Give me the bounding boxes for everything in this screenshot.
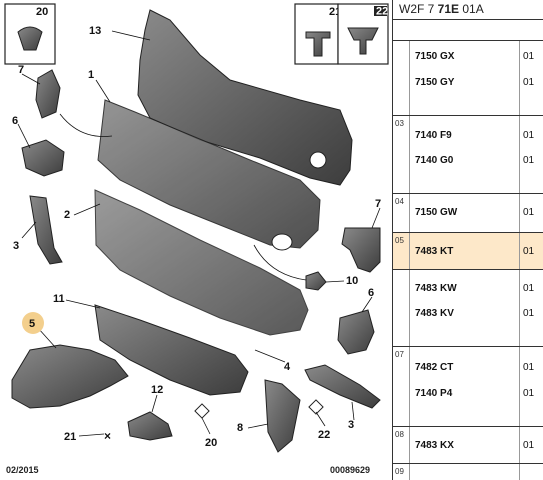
- callout-6-left[interactable]: 6: [12, 115, 18, 127]
- callout-4[interactable]: 4: [284, 361, 291, 373]
- callout-7-right[interactable]: 7: [375, 198, 381, 210]
- reference-row[interactable]: 7150 GX 01 7150 GY 01: [393, 40, 543, 115]
- leader-lines: [17, 30, 381, 437]
- inset-label-22: 22: [376, 6, 388, 18]
- callout-11[interactable]: 11: [53, 293, 65, 305]
- callout-5[interactable]: 5: [29, 318, 35, 330]
- reference-header-prefix: W2F 7: [399, 2, 438, 16]
- row-group: 04: [395, 197, 404, 206]
- callout-13[interactable]: 13: [89, 25, 101, 37]
- callout-7-top[interactable]: 7: [18, 64, 24, 76]
- callout-3-right[interactable]: 3: [348, 419, 354, 431]
- row-group: 03: [395, 119, 404, 128]
- part-code[interactable]: 7483 KV: [415, 308, 454, 319]
- part-qty: 01: [523, 388, 535, 399]
- reference-row[interactable]: 04 7150 GW 01: [393, 193, 543, 232]
- part-code[interactable]: 7483 KW: [415, 283, 457, 294]
- reference-row[interactable]: 03 7140 F9 01 7140 G0 01: [393, 115, 543, 193]
- inset-label-20: 20: [36, 6, 48, 18]
- callout-22[interactable]: 22: [318, 429, 330, 441]
- fastener-21-marker: ×: [104, 429, 111, 443]
- part-12-bracket[interactable]: [127, 411, 173, 441]
- part-3-strip-right[interactable]: [304, 364, 381, 409]
- reference-row[interactable]: 08 7483 KX 01: [393, 426, 543, 463]
- inset-box-21[interactable]: 21: [294, 3, 341, 65]
- callout-21[interactable]: 21: [64, 431, 76, 443]
- part-6-part-left[interactable]: [21, 139, 65, 177]
- part-code[interactable]: 7140 G0: [415, 155, 454, 166]
- inset-box-22[interactable]: 22: [337, 3, 389, 65]
- part-6-part-right[interactable]: [337, 309, 375, 355]
- part-qty: 01: [523, 51, 535, 62]
- part-qty: 01: [523, 155, 535, 166]
- parts-diagram: 20 21 22 ×: [4, 3, 389, 453]
- part-13-hole: [309, 151, 327, 169]
- part-8-bracket[interactable]: [264, 379, 301, 453]
- callout-3-left[interactable]: 3: [13, 240, 19, 252]
- part-code[interactable]: 7483 KX: [415, 440, 454, 451]
- part-code[interactable]: 7482 CT: [415, 362, 454, 373]
- callout-12[interactable]: 12: [151, 384, 163, 396]
- fastener-22-marker: [308, 399, 324, 415]
- row-group: 08: [395, 430, 404, 439]
- callout-2[interactable]: 2: [64, 209, 70, 221]
- callout-1[interactable]: 1: [88, 69, 94, 81]
- part-2-panel[interactable]: [94, 189, 309, 336]
- part-qty: 01: [523, 308, 535, 319]
- part-qty: 01: [523, 440, 535, 451]
- part-qty: 01: [523, 246, 535, 257]
- part-11-panel[interactable]: [94, 304, 249, 396]
- part-qty: 01: [523, 77, 535, 88]
- part-1-hole: [271, 233, 293, 251]
- part-code[interactable]: 7140 P4: [415, 388, 453, 399]
- reference-row-selected[interactable]: 05 7483 KT 01: [393, 232, 543, 269]
- callout-20[interactable]: 20: [205, 437, 217, 449]
- inset-box-20[interactable]: 20: [4, 3, 56, 65]
- part-code[interactable]: 7150 GY: [415, 77, 455, 88]
- row-group: 07: [395, 350, 404, 359]
- fastener-20-marker: [194, 403, 210, 419]
- part-7-bracket-top[interactable]: [35, 69, 61, 119]
- part-qty: 01: [523, 362, 535, 373]
- reference-panel: W2F 7 71E 01A 7150 GX 01 7150 GY 01 03 7…: [392, 0, 543, 480]
- part-3-strip-left[interactable]: [29, 195, 63, 265]
- callout-10[interactable]: 10: [346, 275, 358, 287]
- part-qty: 01: [523, 283, 535, 294]
- reference-header-bold: 71E: [437, 2, 460, 16]
- part-7-bracket-right[interactable]: [341, 227, 381, 273]
- diagram-id: 00089629: [330, 465, 371, 475]
- part-code[interactable]: 7483 KT: [415, 246, 454, 257]
- callout-6-right[interactable]: 6: [368, 287, 374, 299]
- part-13-panel[interactable]: [137, 9, 353, 186]
- part-code[interactable]: 7150 GW: [415, 207, 458, 218]
- part-10-clip[interactable]: [305, 271, 327, 291]
- part-1-panel[interactable]: [97, 99, 321, 249]
- reference-header: W2F 7 71E 01A: [393, 0, 543, 20]
- part-code[interactable]: 7150 GX: [415, 51, 455, 62]
- part-qty: 01: [523, 207, 535, 218]
- part-qty: 01: [523, 130, 535, 141]
- callout-8[interactable]: 8: [237, 422, 243, 434]
- diagram-date: 02/2015: [6, 465, 39, 475]
- reference-row[interactable]: 09: [393, 463, 543, 480]
- reference-row[interactable]: 7483 KW 01 7483 KV 01: [393, 269, 543, 346]
- row-group: 09: [395, 467, 404, 476]
- part-code[interactable]: 7140 F9: [415, 130, 452, 141]
- row-group: 05: [395, 236, 404, 245]
- reference-header-suffix: 01A: [459, 2, 484, 16]
- callout-5-highlight: [22, 312, 44, 334]
- part-5-frame[interactable]: [11, 344, 129, 409]
- reference-row[interactable]: 07 7482 CT 01 7140 P4 01: [393, 346, 543, 426]
